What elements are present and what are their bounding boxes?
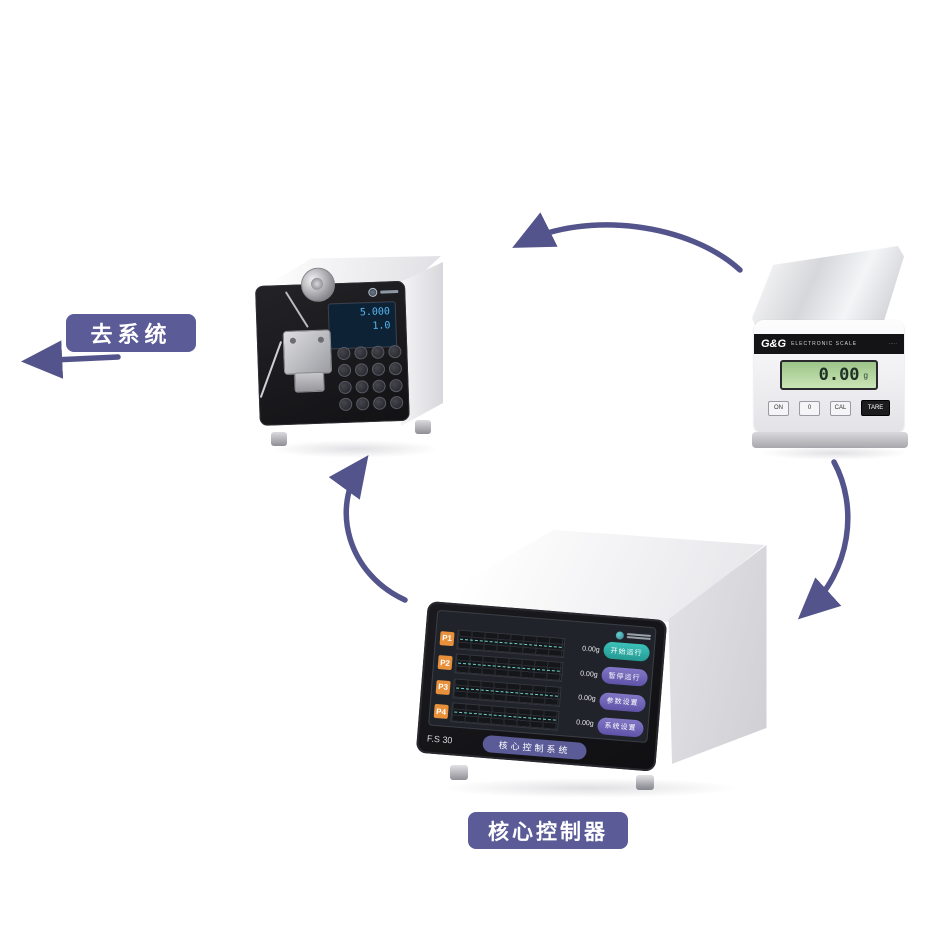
pump-keypad: [337, 344, 404, 412]
to-system-label: 去系统: [66, 314, 196, 352]
scale-product-name: ELECTRONIC SCALE: [791, 341, 858, 347]
pump-head-block: [282, 329, 333, 376]
scale-tare-key: TARE: [861, 400, 890, 416]
pump-logo-wordmark: [380, 290, 399, 294]
pump-key: [389, 395, 404, 410]
pump-key: [371, 345, 385, 359]
pump-tubing: [259, 340, 283, 399]
controller-front-panel: P1 0.00g P2 0.00g P3 0.00g: [415, 601, 668, 772]
channel-value: 0.00g: [579, 670, 598, 679]
pump-key: [337, 363, 352, 378]
arrow-to-system: [21, 340, 121, 379]
scale-lcd-display: 0.00 g: [780, 360, 878, 390]
channel-id-badge: P2: [437, 655, 453, 671]
controller-foot: [636, 775, 654, 790]
channel-id-badge: P3: [435, 679, 451, 695]
pump-head-fitting: [294, 371, 325, 393]
controller-brand-wordmark: [626, 633, 651, 640]
pump-lcd-line1: 5.000: [359, 306, 391, 319]
pump-device: 5.000 1.0: [253, 252, 443, 452]
channel-value: 0.00g: [581, 645, 600, 655]
start-run-button: 开始运行: [602, 641, 651, 662]
controller-shadow: [440, 778, 740, 798]
controller-channel-list: P1 0.00g P2 0.00g P3 0.00g: [433, 627, 600, 735]
pump-foot: [271, 432, 287, 446]
parameter-settings-button: 参数设置: [598, 691, 647, 713]
arrow-controller-to-pump: [328, 455, 408, 603]
scale-cal-key: CAL: [830, 400, 851, 416]
pause-run-button: 暂停运行: [600, 666, 649, 688]
core-controller-device: P1 0.00g P2 0.00g P3 0.00g: [415, 523, 770, 801]
pump-lcd-line2: 1.0: [372, 319, 391, 332]
channel-value: 0.00g: [575, 719, 594, 728]
controller-foot: [450, 765, 468, 780]
scale-power-key: ON: [768, 400, 789, 416]
pump-key: [371, 362, 386, 376]
pump-foot: [415, 420, 431, 434]
channel-id-badge: P1: [439, 630, 455, 646]
controller-banner-text: 核心控制系统: [482, 734, 588, 760]
controller-brand-icon: [615, 630, 625, 640]
controller-touchscreen: P1 0.00g P2 0.00g P3 0.00g: [428, 609, 657, 744]
controller-button-column: 开始运行 暂停运行 参数设置 系统设置: [596, 640, 651, 738]
scale-key-row: ON 0 CAL TARE: [768, 400, 890, 416]
pump-key: [388, 361, 403, 376]
pump-front-panel: 5.000 1.0: [255, 267, 410, 426]
pump-key: [354, 363, 369, 377]
pump-key: [338, 380, 352, 395]
arrow-scale-to-controller: [797, 459, 851, 620]
system-settings-button: 系统设置: [596, 717, 645, 738]
controller-model-text: F.S 30: [426, 733, 453, 746]
pump-key: [354, 346, 368, 360]
pump-head-knob: [300, 267, 336, 303]
core-controller-label: 核心控制器: [468, 812, 628, 849]
pump-logo-icon: [368, 287, 378, 298]
channel-id-badge: P4: [433, 704, 449, 720]
pump-key: [338, 397, 353, 412]
pump-brand-logo: [368, 287, 399, 298]
channel-value: 0.00g: [577, 694, 596, 704]
scale-brand: G&G: [761, 338, 787, 350]
pump-lcd-screen: 5.000 1.0: [327, 301, 398, 350]
channel-waveform: [450, 702, 560, 732]
scale-weight-value: 0.00: [818, 365, 860, 385]
electronic-scale-device: G&G ELECTRONIC SCALE ····· 0.00 g ON 0 C…: [752, 246, 908, 456]
scale-weight-unit: g: [863, 370, 868, 380]
scale-shadow: [760, 446, 910, 460]
scale-base: [752, 432, 908, 448]
arrow-scale-to-pump: [512, 212, 743, 273]
scale-brand-band: G&G ELECTRONIC SCALE ·····: [754, 334, 904, 354]
pump-key: [389, 378, 403, 393]
pump-key: [337, 346, 351, 361]
pump-key: [355, 397, 370, 411]
pump-key: [355, 380, 369, 394]
pump-shadow: [270, 440, 440, 458]
pump-key: [388, 344, 402, 359]
pump-key: [372, 379, 386, 393]
scale-capacity-text: ·····: [888, 341, 897, 347]
pump-key: [372, 396, 387, 410]
scale-zero-key: 0: [799, 400, 820, 416]
